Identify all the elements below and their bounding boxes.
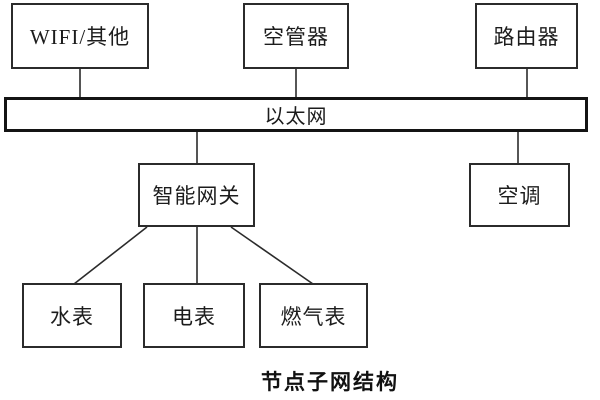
node-smart-gateway-label: 智能网关 bbox=[152, 184, 241, 208]
edge-gateway-water bbox=[73, 226, 148, 285]
diagram-caption: 节点子网结构 bbox=[261, 371, 399, 394]
node-gas-meter: 燃气表 bbox=[259, 283, 368, 348]
node-electric-meter-label: 电表 bbox=[172, 304, 216, 329]
node-smart-gateway: 智能网关 bbox=[138, 163, 255, 227]
node-electric-meter: 电表 bbox=[143, 283, 245, 348]
node-gas-meter-label: 燃气表 bbox=[280, 304, 347, 329]
node-air-conditioner-label: 空调 bbox=[497, 184, 542, 208]
node-air-conditioner: 空调 bbox=[469, 163, 570, 227]
node-wifi-label: WIFI/其他 bbox=[29, 25, 131, 49]
node-router-label: 路由器 bbox=[493, 25, 560, 49]
node-water-meter: 水表 bbox=[22, 283, 122, 348]
node-air-manager: 空管器 bbox=[243, 3, 349, 69]
node-router: 路由器 bbox=[475, 3, 578, 69]
edge-gateway-gas bbox=[230, 226, 314, 285]
node-wifi: WIFI/其他 bbox=[11, 3, 149, 69]
node-air-manager-label: 空管器 bbox=[263, 25, 329, 49]
ethernet-bus-label: 以太网 bbox=[264, 106, 328, 128]
node-water-meter-label: 水表 bbox=[50, 304, 94, 329]
ethernet-bus-bar: 以太网 bbox=[4, 97, 588, 132]
